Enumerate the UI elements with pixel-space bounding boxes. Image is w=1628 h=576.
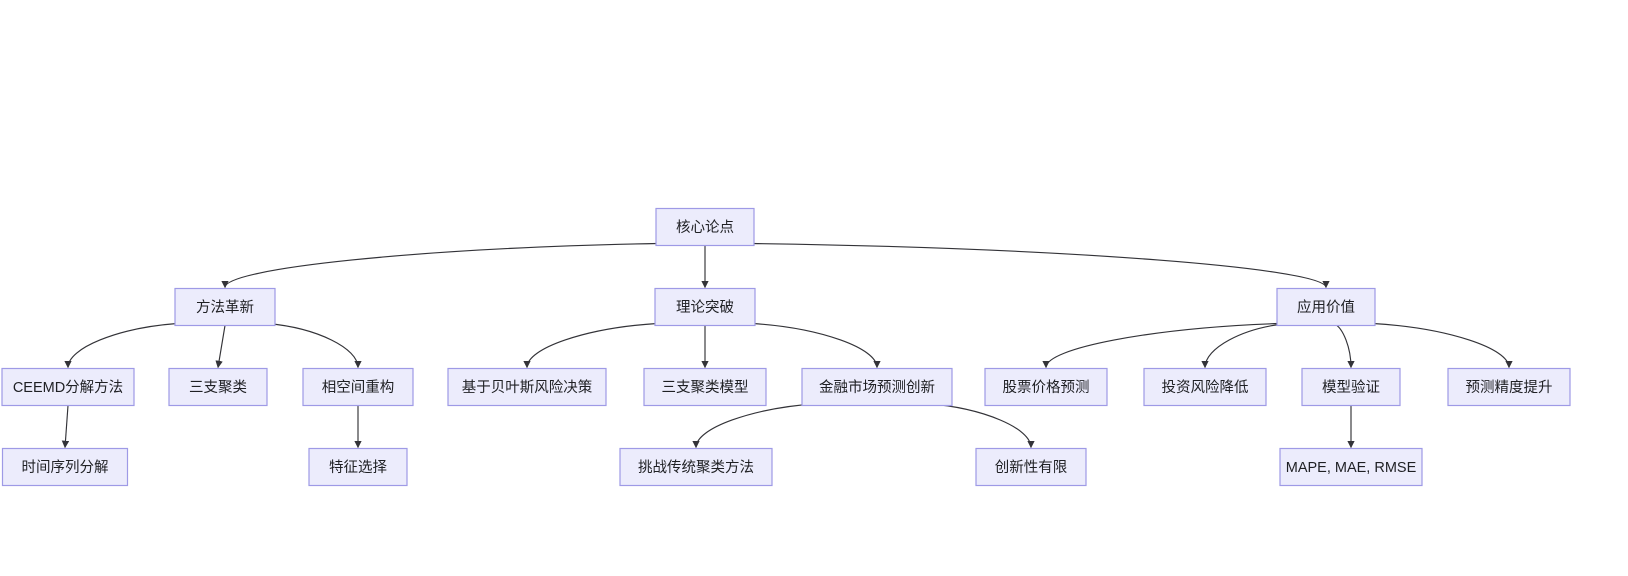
edge-l1a-to-l2b: [215, 325, 226, 369]
node-l2a-box[interactable]: [1, 367, 135, 407]
node-l3b[interactable]: 特征选择: [308, 447, 408, 487]
node-l2b[interactable]: 三支聚类: [168, 367, 268, 407]
node-l2j-box[interactable]: [1447, 367, 1571, 407]
edge-root-to-l1c: [751, 242, 1330, 289]
edge-l1c-to-l2j: [1372, 322, 1513, 369]
edge-l2f-to-l3c: [692, 402, 820, 449]
edge-l1b-to-l2d: [523, 322, 658, 369]
edge-l1b-to-l2f: [752, 322, 881, 369]
node-l2c-box[interactable]: [302, 367, 414, 407]
node-l1a-box[interactable]: [174, 287, 276, 327]
edge-l1a-to-l2c: [267, 322, 362, 369]
node-l2e[interactable]: 三支聚类模型: [643, 367, 767, 407]
node-l2f-box[interactable]: [801, 367, 953, 407]
node-l2c[interactable]: 相空间重构: [302, 367, 414, 407]
node-l3d-box[interactable]: [975, 447, 1087, 487]
node-l2i[interactable]: 模型验证: [1301, 367, 1401, 407]
node-l1c-box[interactable]: [1276, 287, 1376, 327]
node-l2h[interactable]: 投资风险降低: [1143, 367, 1267, 407]
edge-l2a-to-l3a: [61, 405, 70, 449]
node-l2h-box[interactable]: [1143, 367, 1267, 407]
node-l2a[interactable]: CEEMD分解方法: [1, 367, 135, 407]
node-l2i-box[interactable]: [1301, 367, 1401, 407]
node-root[interactable]: 核心论点: [655, 207, 755, 247]
edge-l1a-to-l2a: [64, 322, 178, 369]
node-l2f[interactable]: 金融市场预测创新: [801, 367, 953, 407]
node-l3a-box[interactable]: [1, 447, 129, 487]
node-l3e-box[interactable]: [1279, 447, 1423, 487]
edge-root-to-l1a: [221, 242, 659, 289]
node-l1b[interactable]: 理论突破: [654, 287, 756, 327]
node-l2d[interactable]: 基于贝叶斯风险决策: [447, 367, 607, 407]
node-l3c-box[interactable]: [619, 447, 773, 487]
edge-layer: [61, 242, 1513, 449]
edge-l1c-to-l2i: [1333, 322, 1355, 369]
node-l1c[interactable]: 应用价值: [1276, 287, 1376, 327]
node-l1b-box[interactable]: [654, 287, 756, 327]
node-l3c[interactable]: 挑战传统聚类方法: [619, 447, 773, 487]
node-root-box[interactable]: [655, 207, 755, 247]
node-l2g-box[interactable]: [984, 367, 1108, 407]
node-l2j[interactable]: 预测精度提升: [1447, 367, 1571, 407]
node-l3d[interactable]: 创新性有限: [975, 447, 1087, 487]
node-l2d-box[interactable]: [447, 367, 607, 407]
node-l2b-box[interactable]: [168, 367, 268, 407]
node-l3a[interactable]: 时间序列分解: [1, 447, 129, 487]
node-l1a[interactable]: 方法革新: [174, 287, 276, 327]
edge-l2f-to-l3d: [926, 402, 1035, 449]
node-l2g[interactable]: 股票价格预测: [984, 367, 1108, 407]
edge-l1c-to-l2h: [1201, 322, 1288, 369]
node-l3b-box[interactable]: [308, 447, 408, 487]
node-layer: 核心论点方法革新 理论突破 应用价值 CEEMD分解方法三支聚类相空间重构基于贝叶斯风…: [1, 207, 1571, 487]
node-l3e[interactable]: MAPE, MAE, RMSE: [1279, 447, 1423, 487]
edge-l1c-to-l2g: [1042, 322, 1280, 369]
node-l2e-box[interactable]: [643, 367, 767, 407]
